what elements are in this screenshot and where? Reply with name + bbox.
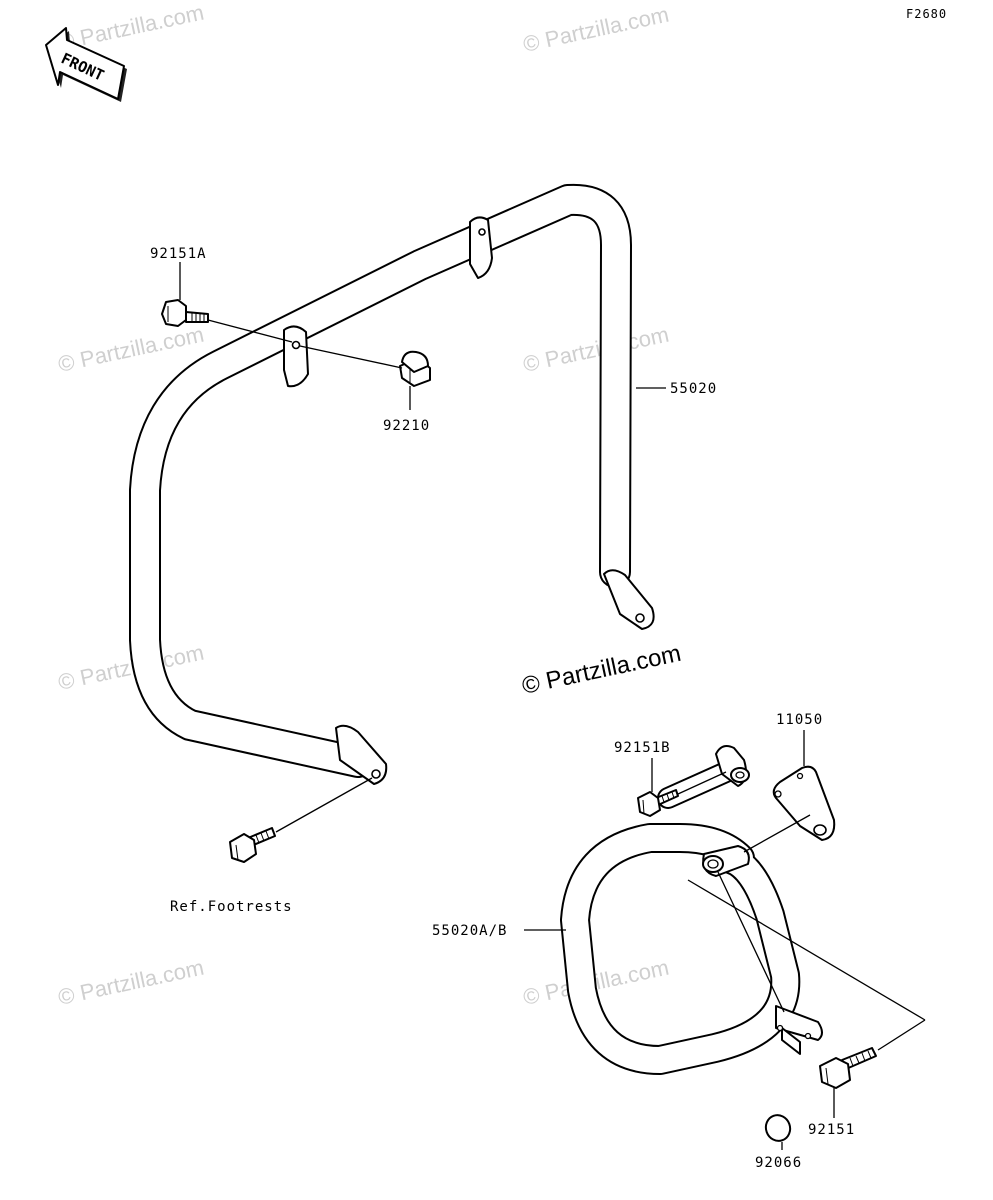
- watermark: © Partzilla.com: [521, 322, 671, 377]
- bolt-92151b: [637, 789, 679, 817]
- label-92151a: 92151A: [150, 246, 207, 262]
- bolt-92151a: [161, 299, 209, 327]
- label-55020ab: 55020A/B: [432, 923, 507, 939]
- leader-lines: [179, 262, 926, 1150]
- front-arrow-icon: FRONT: [45, 27, 127, 102]
- bracket-11050: [772, 765, 836, 841]
- label-92066: 92066: [755, 1155, 802, 1171]
- label-11050: 11050: [776, 712, 823, 728]
- part-labels: 92151A 92210 55020 Ref.Footrests 92151B …: [150, 246, 855, 1171]
- label-92151: 92151: [808, 1122, 855, 1138]
- bolt-92151: [819, 1047, 877, 1089]
- plug-92066: [764, 1114, 792, 1142]
- label-ref-footrests: Ref.Footrests: [170, 899, 293, 915]
- watermark: © Partzilla.com: [521, 2, 671, 57]
- front-guard-55020: [129, 183, 655, 785]
- label-92210: 92210: [383, 418, 430, 434]
- watermark-main: © Partzilla.com: [520, 640, 684, 700]
- watermark: © Partzilla.com: [56, 322, 206, 377]
- label-55020: 55020: [670, 381, 717, 397]
- figure-code: F2680: [906, 7, 947, 21]
- bolt-ref-footrests: [229, 827, 276, 863]
- label-92151b: 92151B: [614, 740, 671, 756]
- watermark: © Partzilla.com: [56, 955, 206, 1010]
- cap-nut-92210: [399, 350, 431, 387]
